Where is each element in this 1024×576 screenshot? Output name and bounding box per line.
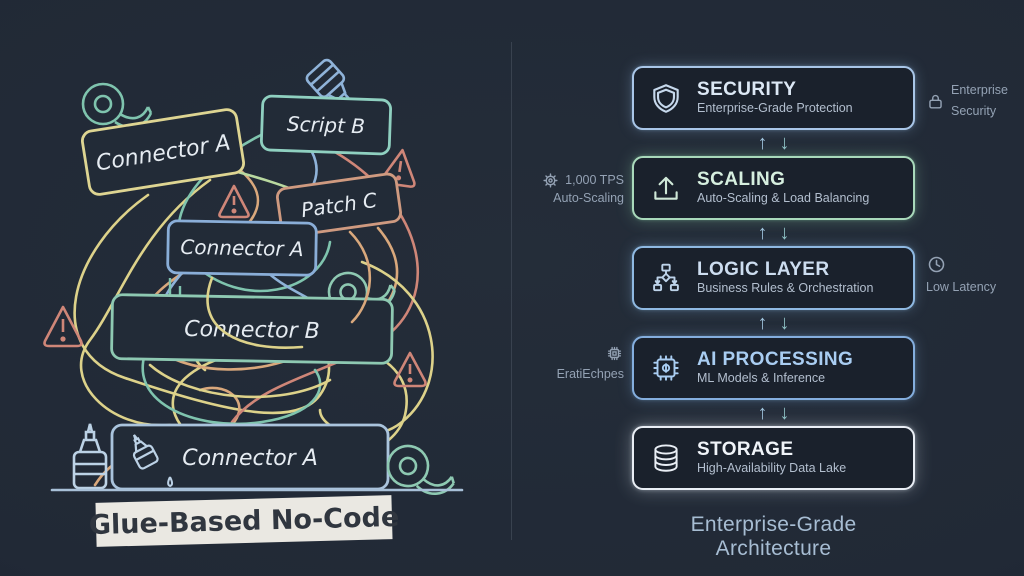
layer-scaling: SCALING Auto-Scaling & Load Balancing xyxy=(632,156,915,220)
wire xyxy=(141,340,322,426)
warning-triangle-icon xyxy=(43,305,83,348)
architecture-stack: SECURITY Enterprise-Grade Protection ↑ ↓… xyxy=(632,66,915,490)
node-box xyxy=(260,94,392,156)
node-label: Connector A xyxy=(182,446,318,471)
wire xyxy=(79,178,212,427)
bidirectional-arrows: ↑ ↓ xyxy=(632,130,915,156)
tangled-wires-foreground xyxy=(148,230,372,399)
node-box xyxy=(166,219,318,277)
layer-title: AI PROCESSING xyxy=(697,349,854,371)
glue-bottle-icon xyxy=(305,58,352,108)
layer-storage: STORAGE High-Availability Data Lake xyxy=(632,426,915,490)
annotation-line: Security xyxy=(951,103,997,118)
annotation-line: Low Latency xyxy=(926,280,997,294)
node-connector-a-2: Connector A xyxy=(166,219,318,277)
glue-bottle-icon xyxy=(72,423,108,490)
layer-subtitle: High-Availability Data Lake xyxy=(697,461,847,476)
left-caption: Glue-Based No-Code xyxy=(88,495,400,547)
layer-subtitle: Business Rules & Orchestration xyxy=(697,281,874,296)
node-connector-a-1: Connector A xyxy=(80,108,246,196)
gear-icon xyxy=(542,172,559,189)
tape-roll-icon xyxy=(81,82,153,129)
node-label: Script B xyxy=(287,112,366,139)
chip-icon xyxy=(524,344,624,363)
clock-icon xyxy=(926,254,996,275)
down-arrow-icon: ↓ xyxy=(779,222,790,244)
up-arrow-icon: ↑ xyxy=(757,222,768,244)
node-connector-a-3: Connector A xyxy=(110,423,390,491)
annotation-line: 1,000 TPS xyxy=(565,173,624,187)
layer-subtitle: Auto-Scaling & Load Balancing xyxy=(697,191,870,206)
tape-label-background xyxy=(95,495,393,547)
down-arrow-icon: ↓ xyxy=(779,312,790,334)
node-label: Connector B xyxy=(184,317,320,344)
annotation-ai: EratiEchpes xyxy=(524,344,624,384)
bidirectional-arrows: ↑ ↓ xyxy=(632,310,915,336)
warning-triangle-icon xyxy=(393,351,427,388)
chip-icon xyxy=(649,351,683,385)
node-box xyxy=(276,172,402,238)
node-box xyxy=(110,293,394,365)
warning-triangle-icon xyxy=(218,184,250,219)
node-box xyxy=(80,108,246,196)
node-connector-b: Connector B xyxy=(110,293,394,365)
down-arrow-icon: ↓ xyxy=(779,132,790,154)
node-label: Connector A xyxy=(180,235,304,261)
glue-bottle-icon xyxy=(132,434,159,470)
layer-title: SCALING xyxy=(697,169,786,191)
layer-title: LOGIC LAYER xyxy=(697,259,830,281)
right-caption: Enterprise-Grade Architecture xyxy=(690,513,857,560)
layer-logic: LOGIC LAYER Business Rules & Orchestrati… xyxy=(632,246,915,310)
layer-security: SECURITY Enterprise-Grade Protection xyxy=(632,66,915,130)
up-arrow-icon: ↑ xyxy=(757,402,768,424)
layer-title: STORAGE xyxy=(697,439,794,461)
wire xyxy=(206,276,304,349)
layer-subtitle: ML Models & Inference xyxy=(697,371,826,386)
lock-icon xyxy=(926,92,945,111)
upload-icon xyxy=(649,171,683,205)
glue-no-code-illustration: Connector A Script B Patch C xyxy=(43,58,464,547)
layer-subtitle: Enterprise-Grade Protection xyxy=(697,101,853,116)
layer-title: SECURITY xyxy=(697,79,797,101)
layer-ai: AI PROCESSING ML Models & Inference xyxy=(632,336,915,400)
annotation-line: EratiEchpes xyxy=(556,367,624,381)
annotation-low-latency: Low Latency xyxy=(926,254,996,297)
tape-roll-icon xyxy=(386,444,455,495)
database-icon xyxy=(649,441,683,475)
annotation-auto-scaling: 1,000 TPS Auto-Scaling xyxy=(528,172,624,207)
up-arrow-icon: ↑ xyxy=(757,132,768,154)
bidirectional-arrows: ↑ ↓ xyxy=(632,400,915,426)
shield-icon xyxy=(649,81,683,115)
panel-divider xyxy=(511,42,512,540)
annotation-enterprise-security: Enterprise Security xyxy=(926,82,1008,120)
annotation-line: Enterprise xyxy=(951,83,1008,97)
bidirectional-arrows: ↑ ↓ xyxy=(632,220,915,246)
wire xyxy=(348,230,372,324)
up-arrow-icon: ↑ xyxy=(757,312,768,334)
wire xyxy=(148,363,332,399)
node-patch-c: Patch C xyxy=(276,172,402,238)
down-arrow-icon: ↓ xyxy=(779,402,790,424)
flowchart-icon xyxy=(649,261,683,295)
node-script-b: Script B xyxy=(260,94,392,156)
glue-drip-icon xyxy=(167,476,174,488)
annotation-line: Auto-Scaling xyxy=(553,190,624,205)
